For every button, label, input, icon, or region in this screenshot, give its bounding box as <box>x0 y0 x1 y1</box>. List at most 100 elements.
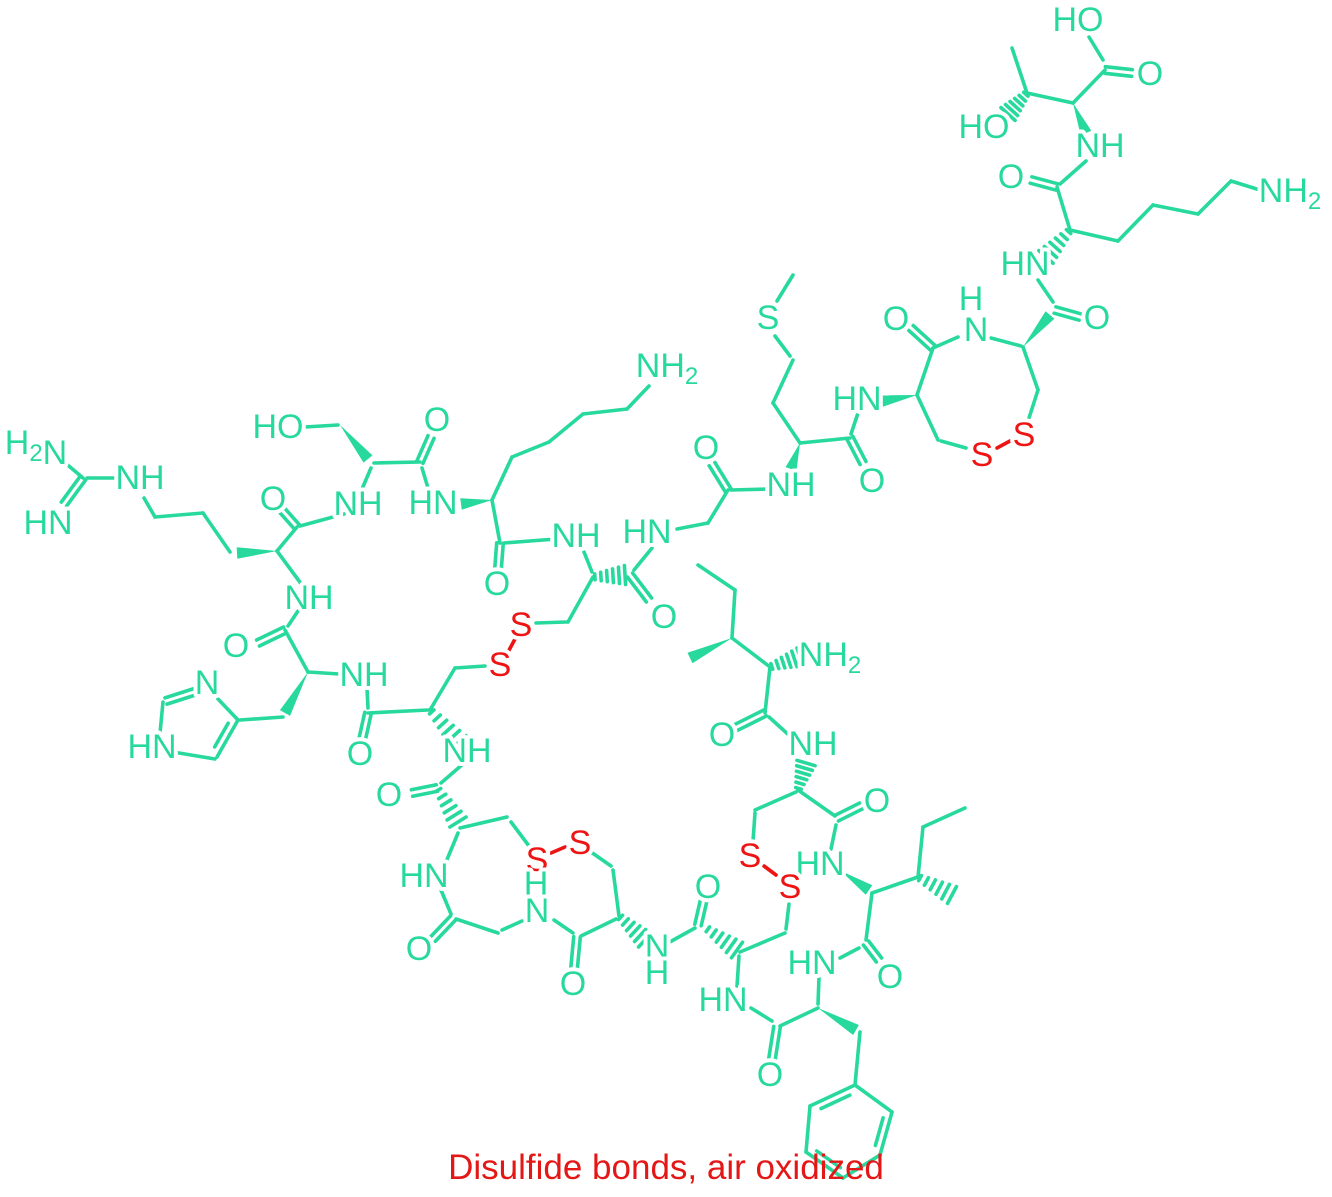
atom-label: S <box>526 841 549 879</box>
atom-label: N <box>645 928 670 966</box>
bond-single <box>1196 179 1233 216</box>
bond-single <box>738 931 787 954</box>
atom-label: H <box>645 954 670 992</box>
bond-single <box>1025 91 1075 105</box>
atom-label: S <box>757 299 780 337</box>
bond-single <box>864 891 874 942</box>
bond-single <box>444 831 460 864</box>
bond-single <box>534 620 568 625</box>
atom-label: HN <box>787 944 836 982</box>
bond-double <box>713 460 733 491</box>
bond-wedge <box>236 547 277 559</box>
bond-double <box>281 505 302 527</box>
bond-single <box>632 546 654 572</box>
bond-single <box>1036 278 1055 304</box>
bond-double <box>568 934 576 971</box>
bond-double <box>766 1024 776 1061</box>
atom-label: O <box>560 965 586 1003</box>
atom-label: S <box>569 824 592 862</box>
bond-single <box>1151 203 1200 216</box>
bond-single <box>1071 68 1107 105</box>
bond-single <box>366 708 430 715</box>
bond-single <box>773 334 792 358</box>
bond-double <box>276 509 297 531</box>
bond-single <box>804 1104 812 1154</box>
atom-label: HN <box>622 513 671 551</box>
atom-label: H <box>524 865 549 903</box>
atom-label: HN <box>127 728 176 766</box>
bond-hash-tick <box>789 649 799 669</box>
atom-label: O <box>757 1056 783 1094</box>
caption-text: Disulfide bonds, air oxidized <box>448 1148 884 1187</box>
atom-label: NH2 <box>1259 172 1321 215</box>
bond-single <box>751 811 757 843</box>
bond-hash-tick <box>795 758 817 768</box>
bond-double <box>630 571 654 600</box>
bond-hash-tick <box>794 763 815 773</box>
bond-double <box>163 687 195 700</box>
bond-aromatic <box>215 718 240 759</box>
atom-label: N <box>964 311 989 349</box>
atom-label: O <box>877 958 903 996</box>
bond-single <box>372 460 422 465</box>
bond-single <box>735 954 741 988</box>
atom-label: HN <box>1000 245 1049 283</box>
atom-label: HO <box>1053 1 1104 39</box>
bond-hash-tick <box>445 809 463 822</box>
bond-hash-tick <box>610 567 616 585</box>
bond-wedge <box>881 395 917 407</box>
bond-double <box>356 710 367 742</box>
bond-double <box>363 711 374 743</box>
bond-hash-tick <box>934 880 945 897</box>
bond-double <box>729 708 766 728</box>
atom-label: NH <box>442 732 491 770</box>
bond-single <box>453 664 487 670</box>
bond-double <box>707 463 727 494</box>
bond-double <box>851 434 868 464</box>
atom-label: S <box>739 837 762 875</box>
atom-label: NH2 <box>636 347 698 390</box>
bond-double <box>861 943 879 964</box>
atom-label: N <box>195 664 220 702</box>
bond-hash-tick <box>1053 236 1066 248</box>
bond-single <box>275 525 299 553</box>
bond-hash-tick <box>636 931 654 949</box>
bond-hash-tick <box>1017 93 1028 103</box>
bond-single <box>1027 388 1040 420</box>
bond-single <box>201 511 232 554</box>
bond-double <box>836 807 865 823</box>
bond-single <box>428 666 457 712</box>
atom-label: S <box>779 868 802 906</box>
bond-double <box>906 328 933 353</box>
atom-label: H <box>959 280 984 318</box>
bond-double <box>845 437 862 467</box>
bond-single <box>275 549 304 587</box>
bond-hash-tick <box>945 884 959 906</box>
atom-label: HN <box>832 380 881 418</box>
bond-wedge <box>841 871 873 895</box>
bond-single <box>306 670 341 676</box>
atom-label: O <box>693 429 719 467</box>
bond-single <box>365 686 370 710</box>
bond-single <box>579 917 618 938</box>
bond-single <box>1229 179 1262 192</box>
bond-wedge <box>785 443 800 471</box>
bond-single <box>775 273 795 303</box>
bond-hash-tick <box>916 873 924 883</box>
atom-label: S <box>1013 416 1036 454</box>
bond-hash-tick <box>779 655 787 670</box>
bond-hash-tick <box>729 940 745 960</box>
bond-hash-tick <box>436 792 448 801</box>
bond-single <box>729 487 771 492</box>
bond-wedge <box>1023 311 1055 347</box>
atom-label: HN <box>399 857 448 895</box>
bond-single <box>283 628 310 674</box>
bond-hash-tick <box>628 924 642 938</box>
bond-single <box>849 411 860 436</box>
bond-double <box>409 782 439 792</box>
atom-label: N <box>525 892 550 930</box>
bond-double <box>421 436 436 466</box>
bond-hash-tick <box>724 937 738 955</box>
